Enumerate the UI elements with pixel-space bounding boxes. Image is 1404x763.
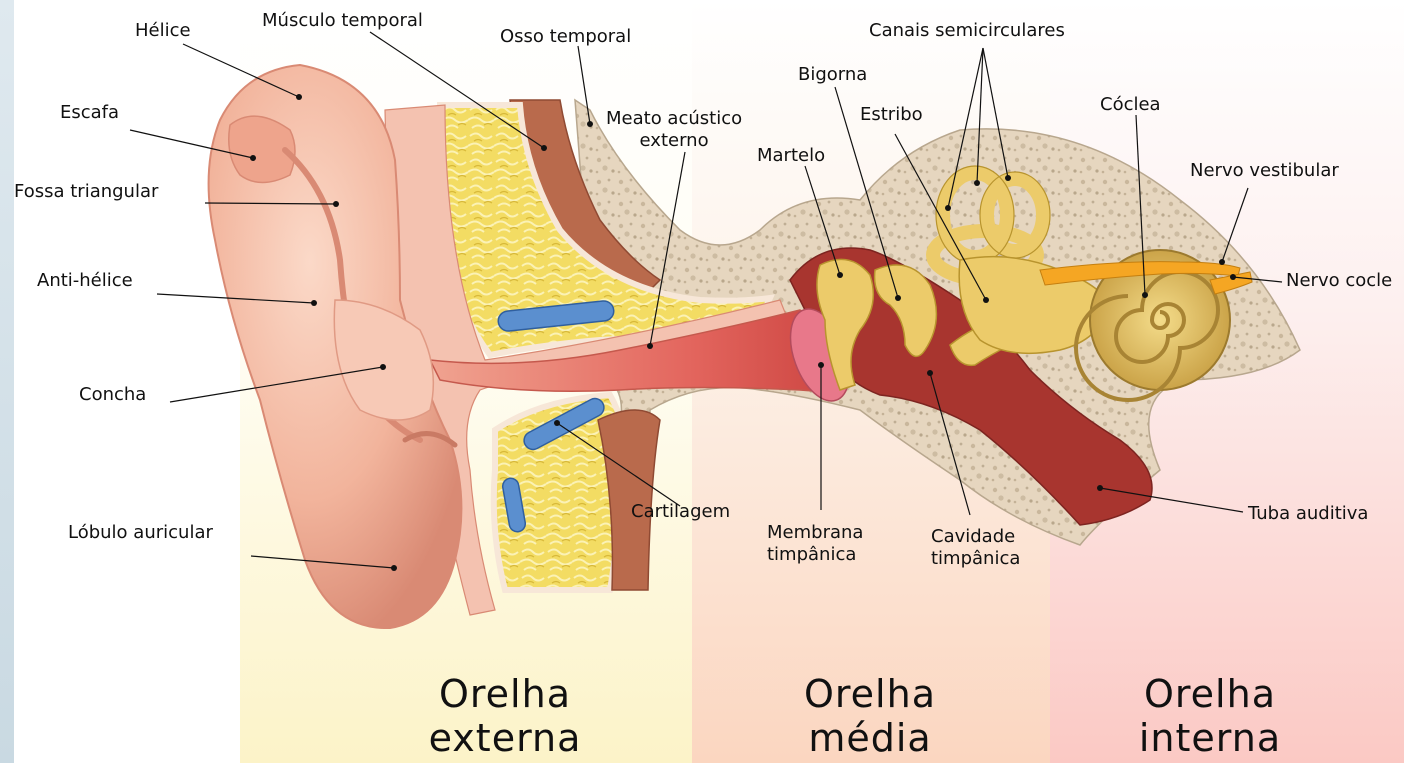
label-vestibular-nerve: Nervo vestibular: [1190, 160, 1339, 182]
label-cartilage: Cartilagem: [631, 501, 730, 523]
label-temporal-bone: Osso temporal: [500, 26, 631, 48]
label-tympanic-cavity: Cavidade timpânica: [931, 526, 1020, 570]
label-scapha: Escafa: [60, 102, 119, 124]
label-stapes: Estribo: [860, 104, 923, 126]
label-antihelix: Anti-hélice: [37, 270, 133, 292]
label-external-acoustic-meatus: Meato acústico externo: [606, 108, 742, 152]
label-cochlea: Cóclea: [1100, 94, 1161, 116]
label-triangular-fossa: Fossa triangular: [14, 181, 158, 203]
label-auditory-tube: Tuba auditiva: [1248, 503, 1368, 525]
label-concha: Concha: [79, 384, 146, 406]
zone-title-middle-ear: Orelha média: [750, 672, 990, 760]
label-semicircular-canals: Canais semicirculares: [869, 20, 1065, 42]
label-cochlear-nerve: Nervo cocle: [1286, 270, 1392, 292]
label-temporal-muscle: Músculo temporal: [262, 10, 423, 32]
label-incus: Bigorna: [798, 64, 867, 86]
label-tympanic-membrane: Membrana timpânica: [767, 522, 863, 566]
label-earlobe: Lóbulo auricular: [68, 522, 213, 544]
zone-title-inner-ear: Orelha interna: [1085, 672, 1335, 760]
label-helix: Hélice: [135, 20, 191, 42]
label-malleus: Martelo: [757, 145, 825, 167]
zone-title-outer-ear: Orelha externa: [380, 672, 630, 760]
